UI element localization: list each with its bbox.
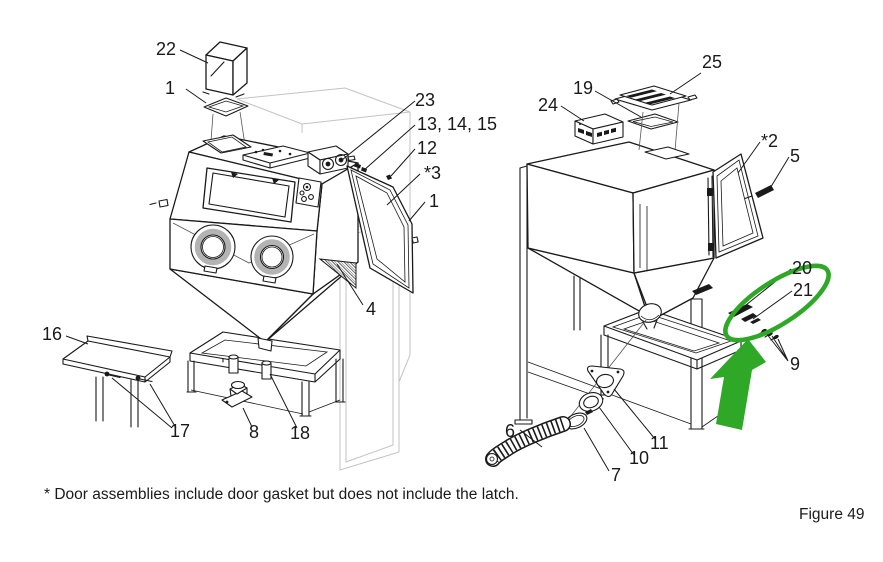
latch-part-21 — [741, 313, 757, 322]
rear-stand — [573, 275, 747, 430]
glove-port-left — [190, 224, 236, 274]
shelf-bolts-17 — [104, 371, 153, 383]
hopper-outlet — [638, 303, 662, 330]
callout-23: 23 — [415, 90, 435, 110]
work-shelf-16 — [62, 335, 173, 428]
cabinet-stand — [186, 331, 346, 417]
louver-cover-25 — [610, 85, 698, 111]
door-knob — [411, 236, 419, 244]
coupling-10 — [578, 392, 604, 412]
door-latch-5 — [755, 185, 774, 198]
callout-labels: 22 1 23 13, 14, 15 12 *3 1 4 16 17 8 18 … — [42, 39, 813, 485]
callout-13-14-15: 13, 14, 15 — [417, 114, 497, 134]
side-mesh-vent — [318, 258, 357, 290]
top-opening — [644, 146, 690, 160]
hose-6 — [485, 416, 571, 467]
callout-22: 22 — [156, 39, 176, 59]
callout-8: 8 — [249, 422, 259, 442]
latch-keeper — [692, 284, 713, 295]
rear-door-open — [712, 153, 774, 259]
green-up-arrow-icon — [710, 339, 766, 430]
side-latch-tab — [158, 198, 169, 208]
callout-4: 4 — [366, 299, 376, 319]
callout-20: 20 — [792, 258, 812, 278]
footnote-text: * Door assemblies include door gasket bu… — [44, 486, 519, 503]
callout-25: 25 — [702, 52, 722, 72]
front-door-open — [346, 163, 419, 294]
callout-6: 6 — [505, 421, 515, 441]
callout-21: 21 — [793, 280, 813, 300]
callout-18: 18 — [290, 423, 310, 443]
door-pin-12 — [386, 174, 392, 180]
callout-1-top: 1 — [165, 78, 175, 98]
figure-caption: Figure 49 — [799, 506, 865, 523]
callout-2-star: *2 — [761, 131, 778, 151]
callout-5: 5 — [790, 146, 800, 166]
flange-11 — [586, 365, 625, 398]
top-lid-opening — [202, 134, 252, 154]
highlight-ellipse — [723, 263, 831, 343]
cabinet-rear-view — [514, 85, 747, 430]
regulator-panel — [295, 177, 322, 208]
callout-3-star: *3 — [424, 163, 441, 183]
foot-pedal-8 — [221, 380, 253, 408]
callout-17: 17 — [170, 421, 190, 441]
callout-16: 16 — [42, 324, 62, 344]
callout-1-door: 1 — [429, 191, 439, 211]
callout-24: 24 — [538, 95, 558, 115]
callout-9: 9 — [790, 354, 800, 374]
callout-12: 12 — [417, 138, 437, 158]
glove-port-right — [250, 235, 294, 284]
exhaust-parts — [485, 319, 647, 467]
callout-10: 10 — [629, 448, 649, 468]
view-window — [202, 167, 296, 223]
callout-11: 11 — [650, 433, 669, 453]
callout-7: 7 — [611, 465, 621, 485]
top-gasket-19 — [627, 113, 679, 130]
cabinet-front-view — [149, 134, 359, 417]
lid-box-22 — [202, 41, 248, 98]
electric-box-24 — [574, 113, 624, 145]
callout-19: 19 — [573, 78, 593, 98]
callout-leader-lines — [65, 49, 793, 472]
